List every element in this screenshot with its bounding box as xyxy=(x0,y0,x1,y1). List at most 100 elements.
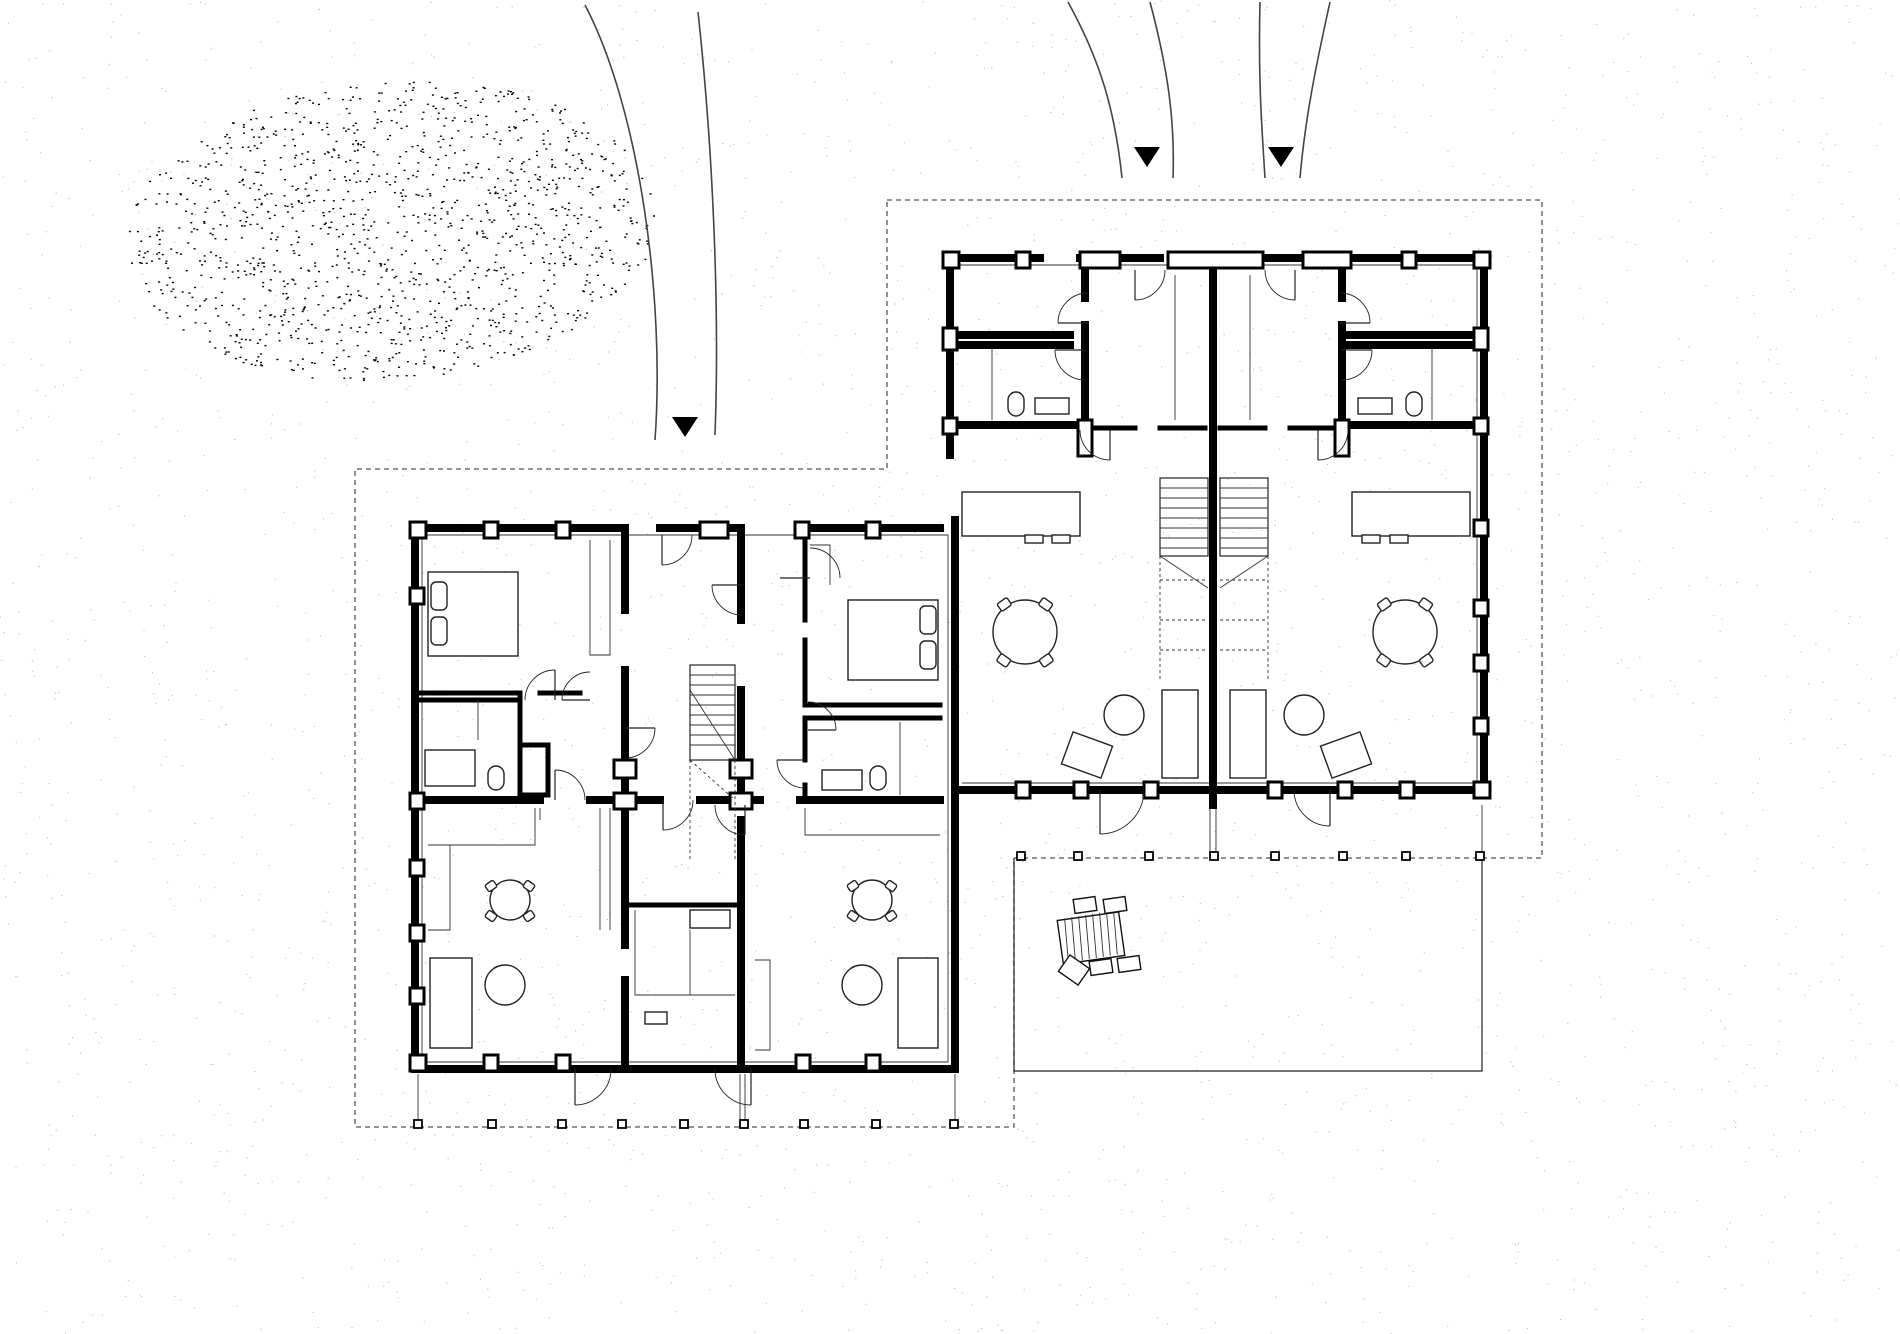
ground-speck xyxy=(1776,1053,1778,1055)
ground-speck xyxy=(1728,1080,1730,1083)
ground-speck xyxy=(530,1136,532,1138)
canopy-dot xyxy=(509,171,512,173)
ground-speck xyxy=(1462,32,1464,34)
canopy-dot xyxy=(312,159,315,162)
ground-speck xyxy=(1750,62,1753,64)
ground-speck xyxy=(1796,408,1798,410)
ground-speck xyxy=(1101,311,1103,313)
ground-speck xyxy=(1456,880,1458,883)
ground-speck xyxy=(67,792,69,794)
canopy-dot xyxy=(512,92,515,94)
ground-speck xyxy=(673,387,676,389)
canopy-dot xyxy=(389,134,392,137)
canopy-dot xyxy=(253,109,256,112)
ground-speck xyxy=(1584,577,1586,579)
ground-speck xyxy=(1714,1058,1716,1060)
ground-speck xyxy=(1380,1167,1383,1169)
ground-speck xyxy=(1183,436,1185,438)
ground-speck xyxy=(934,52,936,54)
ground-speck xyxy=(1406,283,1408,285)
canopy-dot xyxy=(385,181,388,183)
canopy-dot xyxy=(283,314,286,316)
ground-speck xyxy=(1021,860,1024,862)
ground-speck xyxy=(1518,508,1520,510)
canopy-dot xyxy=(372,164,375,166)
canopy-dot xyxy=(424,213,427,215)
canopy-dot xyxy=(286,283,289,285)
canopy-dot xyxy=(190,231,193,233)
ground-speck xyxy=(1858,298,1860,300)
ground-speck xyxy=(583,1044,585,1046)
canopy-dot xyxy=(516,97,519,99)
ground-speck xyxy=(1613,448,1615,451)
ground-speck xyxy=(645,723,647,725)
ground-speck xyxy=(513,137,515,139)
ground-speck xyxy=(1724,1028,1726,1030)
ground-speck xyxy=(1708,1256,1710,1258)
canopy-dot xyxy=(481,98,484,100)
canopy-dot xyxy=(497,177,500,180)
canopy-dot xyxy=(353,173,356,175)
ground-speck xyxy=(1011,961,1013,963)
ground-speck xyxy=(1855,1246,1857,1248)
ground-speck xyxy=(1469,630,1471,632)
ground-speck xyxy=(1018,800,1020,802)
ground-speck xyxy=(1051,46,1053,49)
ground-speck xyxy=(1606,560,1608,562)
ground-speck xyxy=(490,299,492,301)
ground-speck xyxy=(26,233,29,235)
ground-speck xyxy=(603,1008,605,1010)
ground-speck xyxy=(1557,871,1559,873)
canopy-dot xyxy=(343,302,346,305)
canopy-dot xyxy=(217,315,220,317)
ground-speck xyxy=(19,287,21,289)
ground-speck xyxy=(162,418,164,420)
canopy-dot xyxy=(221,211,224,213)
porch-post xyxy=(1270,851,1280,861)
canopy-dot xyxy=(575,130,578,133)
ground-speck xyxy=(138,32,140,34)
ground-speck xyxy=(327,891,330,893)
ground-speck xyxy=(644,894,646,896)
ground-speck xyxy=(576,935,578,938)
ground-speck xyxy=(1512,1065,1514,1068)
ground-speck xyxy=(700,404,702,406)
ground-speck xyxy=(1581,215,1583,217)
ground-speck xyxy=(708,1192,710,1194)
ground-speck xyxy=(1828,648,1830,650)
ground-speck xyxy=(1803,69,1805,71)
ground-speck xyxy=(1560,34,1562,37)
ground-speck xyxy=(1872,773,1874,775)
right-block xyxy=(941,250,1492,809)
canopy-dot xyxy=(269,314,272,317)
ground-speck xyxy=(1705,285,1707,287)
ground-speck xyxy=(1673,1088,1675,1090)
ground-speck xyxy=(38,738,41,740)
ground-speck xyxy=(90,609,92,611)
ground-speck xyxy=(365,868,367,870)
ground-speck xyxy=(26,139,28,141)
ground-speck xyxy=(360,172,362,174)
ground-speck xyxy=(619,923,621,926)
ground-speck xyxy=(1642,1328,1644,1330)
ground-speck xyxy=(1547,1283,1549,1285)
ground-speck xyxy=(1839,410,1841,412)
ground-speck xyxy=(603,490,605,492)
ground-speck xyxy=(664,157,666,159)
canopy-dot xyxy=(357,144,360,146)
ground-speck xyxy=(1514,1047,1516,1049)
canopy-dot xyxy=(445,327,447,329)
wall-pier xyxy=(1472,250,1492,270)
ground-speck xyxy=(559,1272,561,1274)
ground-speck xyxy=(1050,891,1053,894)
ground-speck xyxy=(333,317,335,319)
ground-speck xyxy=(556,1026,558,1028)
ground-speck xyxy=(1650,695,1653,697)
canopy-dot xyxy=(503,330,506,332)
canopy-dot xyxy=(374,359,377,361)
canopy-dot xyxy=(629,217,632,219)
canopy-dot xyxy=(438,244,441,247)
ground-speck xyxy=(998,1077,1000,1079)
canopy-dot xyxy=(367,323,370,326)
canopy-dot xyxy=(514,127,517,130)
